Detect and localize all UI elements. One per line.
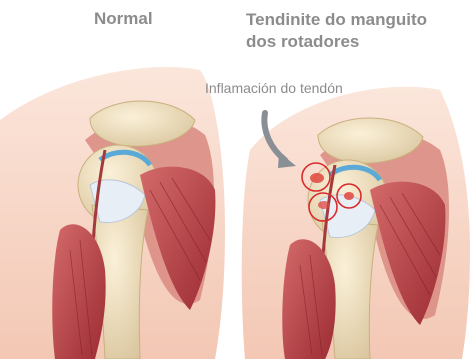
normal-biceps-muscle [52, 224, 105, 359]
tendinitis-shoulder [242, 87, 470, 359]
normal-title: Normal [94, 9, 153, 29]
tendinitis-title-line1: Tendinite do manguito [246, 9, 427, 31]
inflammation-callout: Inflamación do tendón [205, 80, 343, 96]
normal-shoulder [0, 67, 225, 359]
tendinitis-title: Tendinite do manguito dos rotadores [246, 9, 427, 53]
tendinitis-title-line2: dos rotadores [246, 31, 427, 53]
